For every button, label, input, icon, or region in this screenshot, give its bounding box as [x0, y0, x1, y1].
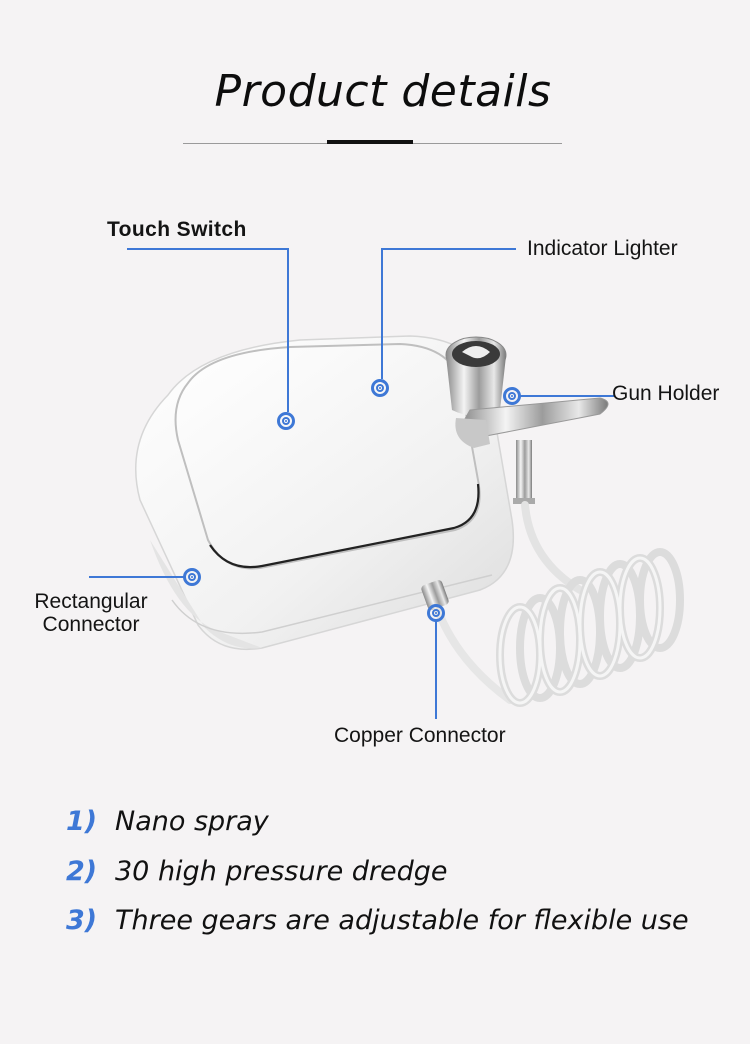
feature-item: 3) Three gears are adjustable for flexib…	[66, 905, 689, 955]
feature-number: 2)	[66, 855, 98, 887]
feature-text: Three gears are adjustable for flexible …	[115, 905, 689, 936]
touch-switch-leader-h	[127, 248, 289, 250]
gun-holder-target-icon[interactable]	[503, 387, 521, 405]
copper-connector-target-icon[interactable]	[427, 604, 445, 622]
feature-item: 1) Nano spray	[66, 806, 689, 856]
indicator-lighter-leader-h	[381, 248, 516, 250]
indicator-lighter-leader-v	[381, 248, 383, 379]
rectangular-connector-target-icon[interactable]	[183, 568, 201, 586]
feature-number: 1)	[66, 806, 98, 837]
copper-connector-label: Copper Connector	[334, 724, 506, 747]
spray-gun	[445, 336, 609, 504]
compressor-body	[134, 335, 515, 651]
rectangular-connector-label-line2: Connector	[42, 613, 140, 636]
rectangular-connector-leader	[89, 576, 184, 578]
feature-text: 30 high pressure dredge	[115, 855, 448, 887]
indicator-lighter-target-icon[interactable]	[371, 379, 389, 397]
title-accent-bar	[327, 140, 413, 144]
rectangular-connector-label: Rectangular Connector	[14, 590, 168, 636]
gun-holder-label: Gun Holder	[612, 382, 720, 405]
touch-switch-target-icon[interactable]	[277, 412, 295, 430]
copper-connector-fitting	[421, 580, 449, 610]
gun-holder-leader	[520, 395, 614, 397]
feature-list: 1) Nano spray 2) 30 high pressure dredge…	[66, 806, 689, 955]
rectangular-connector-label-line1: Rectangular	[34, 590, 148, 613]
feature-number: 3)	[66, 905, 98, 936]
feature-item: 2) 30 high pressure dredge	[66, 856, 689, 906]
indicator-lighter-label: Indicator Lighter	[527, 237, 678, 260]
page-title: Product details	[214, 66, 552, 117]
copper-connector-leader	[435, 621, 437, 719]
touch-switch-label: Touch Switch	[107, 218, 247, 241]
touch-switch-leader-v	[287, 248, 289, 412]
feature-text: Nano spray	[115, 806, 269, 837]
